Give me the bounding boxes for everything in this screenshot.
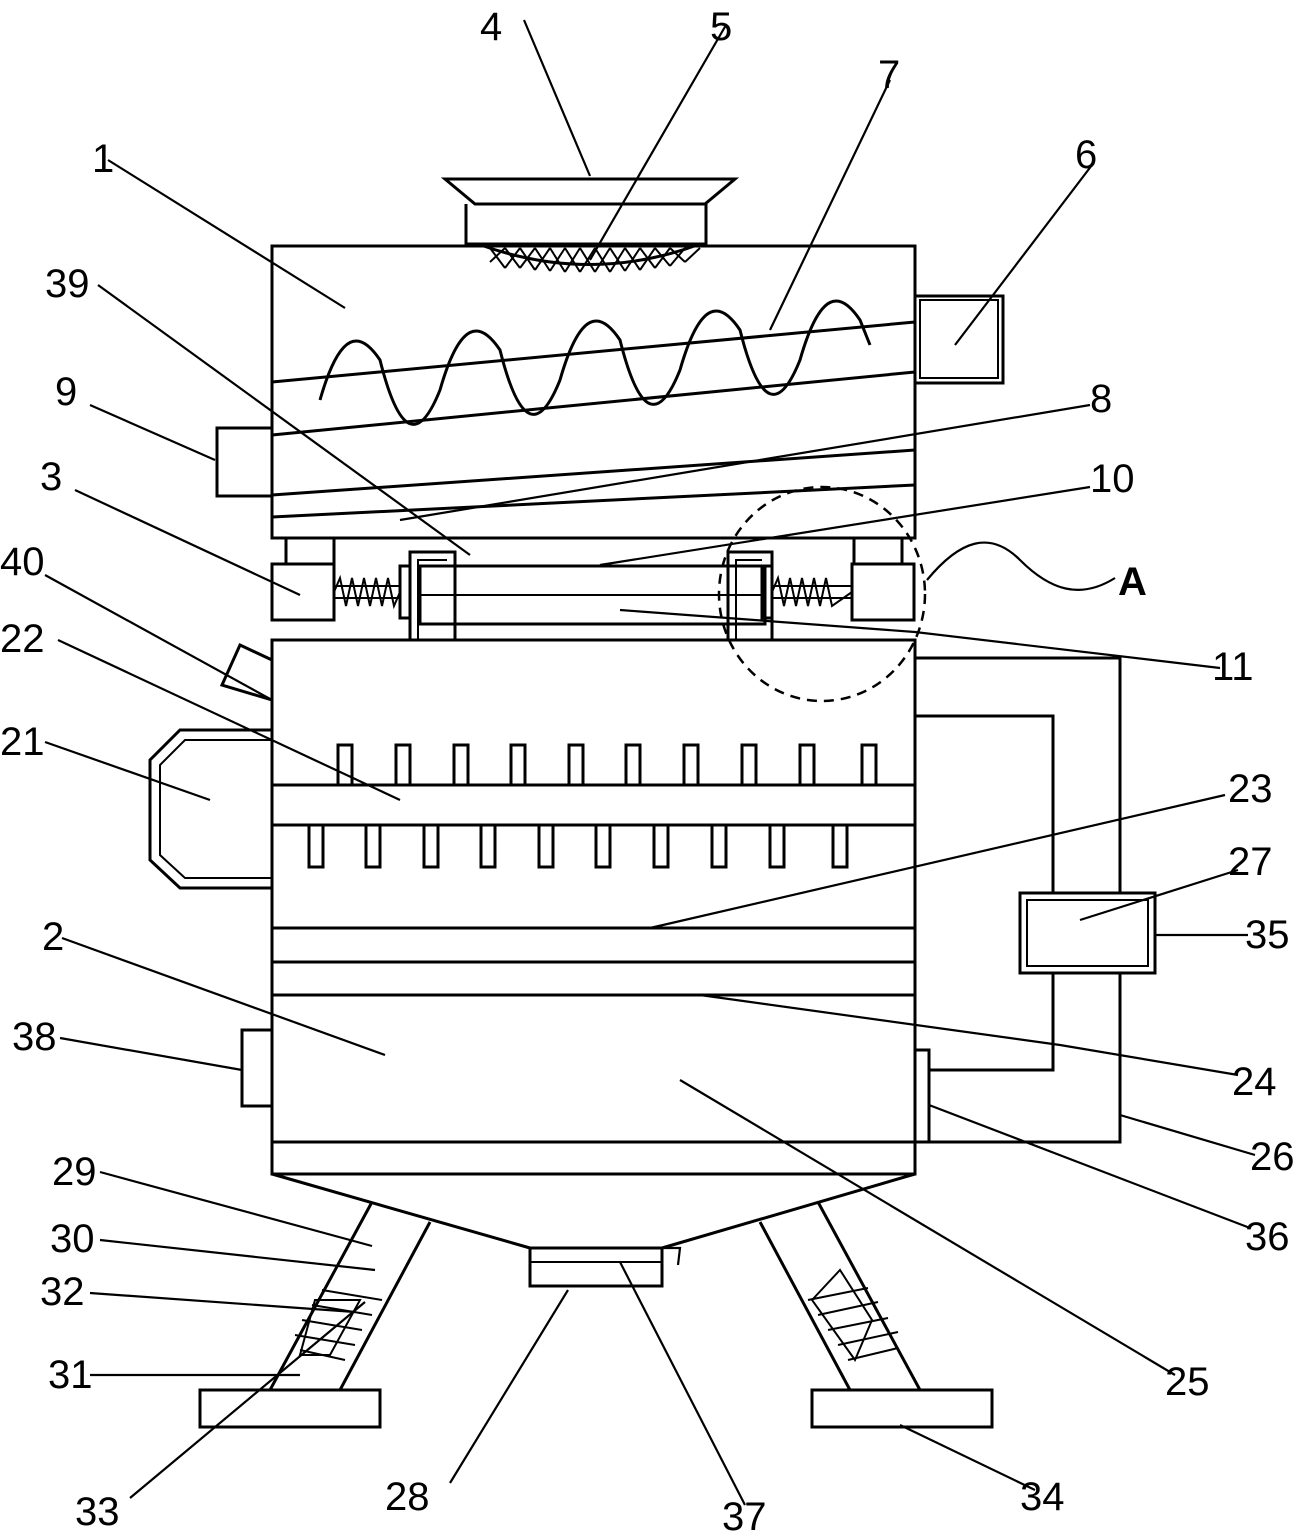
detail-a-circle xyxy=(717,485,927,703)
label-7: 7 xyxy=(878,53,900,97)
connection-assembly xyxy=(270,536,916,640)
upper-chamber xyxy=(215,244,1005,540)
label-36: 36 xyxy=(1245,1215,1290,1259)
label-11: 11 xyxy=(1212,645,1254,689)
motor-21 xyxy=(148,728,274,890)
lower-chamber xyxy=(148,638,931,1176)
foot-33 xyxy=(198,1388,382,1429)
label-8: 8 xyxy=(1090,377,1112,421)
label-39: 39 xyxy=(45,262,90,306)
label-38: 38 xyxy=(12,1015,57,1059)
label-35: 35 xyxy=(1245,913,1290,957)
bottom-cone xyxy=(271,1172,916,1288)
stub-38 xyxy=(240,1028,274,1108)
label-33: 33 xyxy=(75,1490,120,1534)
label-24: 24 xyxy=(1232,1060,1277,1104)
label-10: 10 xyxy=(1090,457,1135,501)
stir-shaft-22 xyxy=(270,783,917,827)
label-27: 27 xyxy=(1228,840,1273,884)
label-25: 25 xyxy=(1165,1360,1210,1404)
label-31: 31 xyxy=(48,1353,93,1397)
label-5: 5 xyxy=(710,5,732,49)
leader-lines xyxy=(44,19,1256,1506)
label-A: A xyxy=(1118,560,1147,604)
label-40: 40 xyxy=(0,540,45,584)
label-3: 3 xyxy=(40,455,62,499)
outlet-28 xyxy=(528,1246,664,1288)
label-34: 34 xyxy=(1020,1475,1065,1519)
label-21: 21 xyxy=(0,720,45,764)
stir-blades xyxy=(307,743,878,869)
label-2: 2 xyxy=(42,915,64,959)
block-3-left xyxy=(270,562,336,622)
left-leg xyxy=(198,1201,432,1429)
right-leg xyxy=(758,1201,994,1429)
label-29: 29 xyxy=(52,1150,97,1194)
motor-6 xyxy=(913,294,1005,385)
label-37: 37 xyxy=(722,1495,767,1536)
label-32: 32 xyxy=(40,1270,85,1314)
label-1: 1 xyxy=(92,137,114,181)
return-pipe xyxy=(915,656,1157,1144)
label-23: 23 xyxy=(1228,767,1273,811)
block-3-right xyxy=(850,562,916,622)
stub-36 xyxy=(913,1048,931,1144)
auger-spiral xyxy=(318,299,872,426)
label-22: 22 xyxy=(0,617,45,661)
label-28: 28 xyxy=(385,1475,430,1519)
feed-hopper xyxy=(440,177,740,273)
foot-34 xyxy=(810,1388,994,1429)
outlet-9 xyxy=(215,426,274,498)
vent-40 xyxy=(219,642,274,703)
label-9: 9 xyxy=(55,370,77,414)
label-30: 30 xyxy=(50,1217,95,1261)
callout-labels: 4 5 7 6 1 39 9 8 3 10 40 A 22 11 21 23 2… xyxy=(0,5,1295,1536)
label-6: 6 xyxy=(1075,133,1097,177)
label-26: 26 xyxy=(1250,1135,1295,1179)
label-4: 4 xyxy=(480,5,502,49)
pump-27 xyxy=(1018,891,1157,975)
